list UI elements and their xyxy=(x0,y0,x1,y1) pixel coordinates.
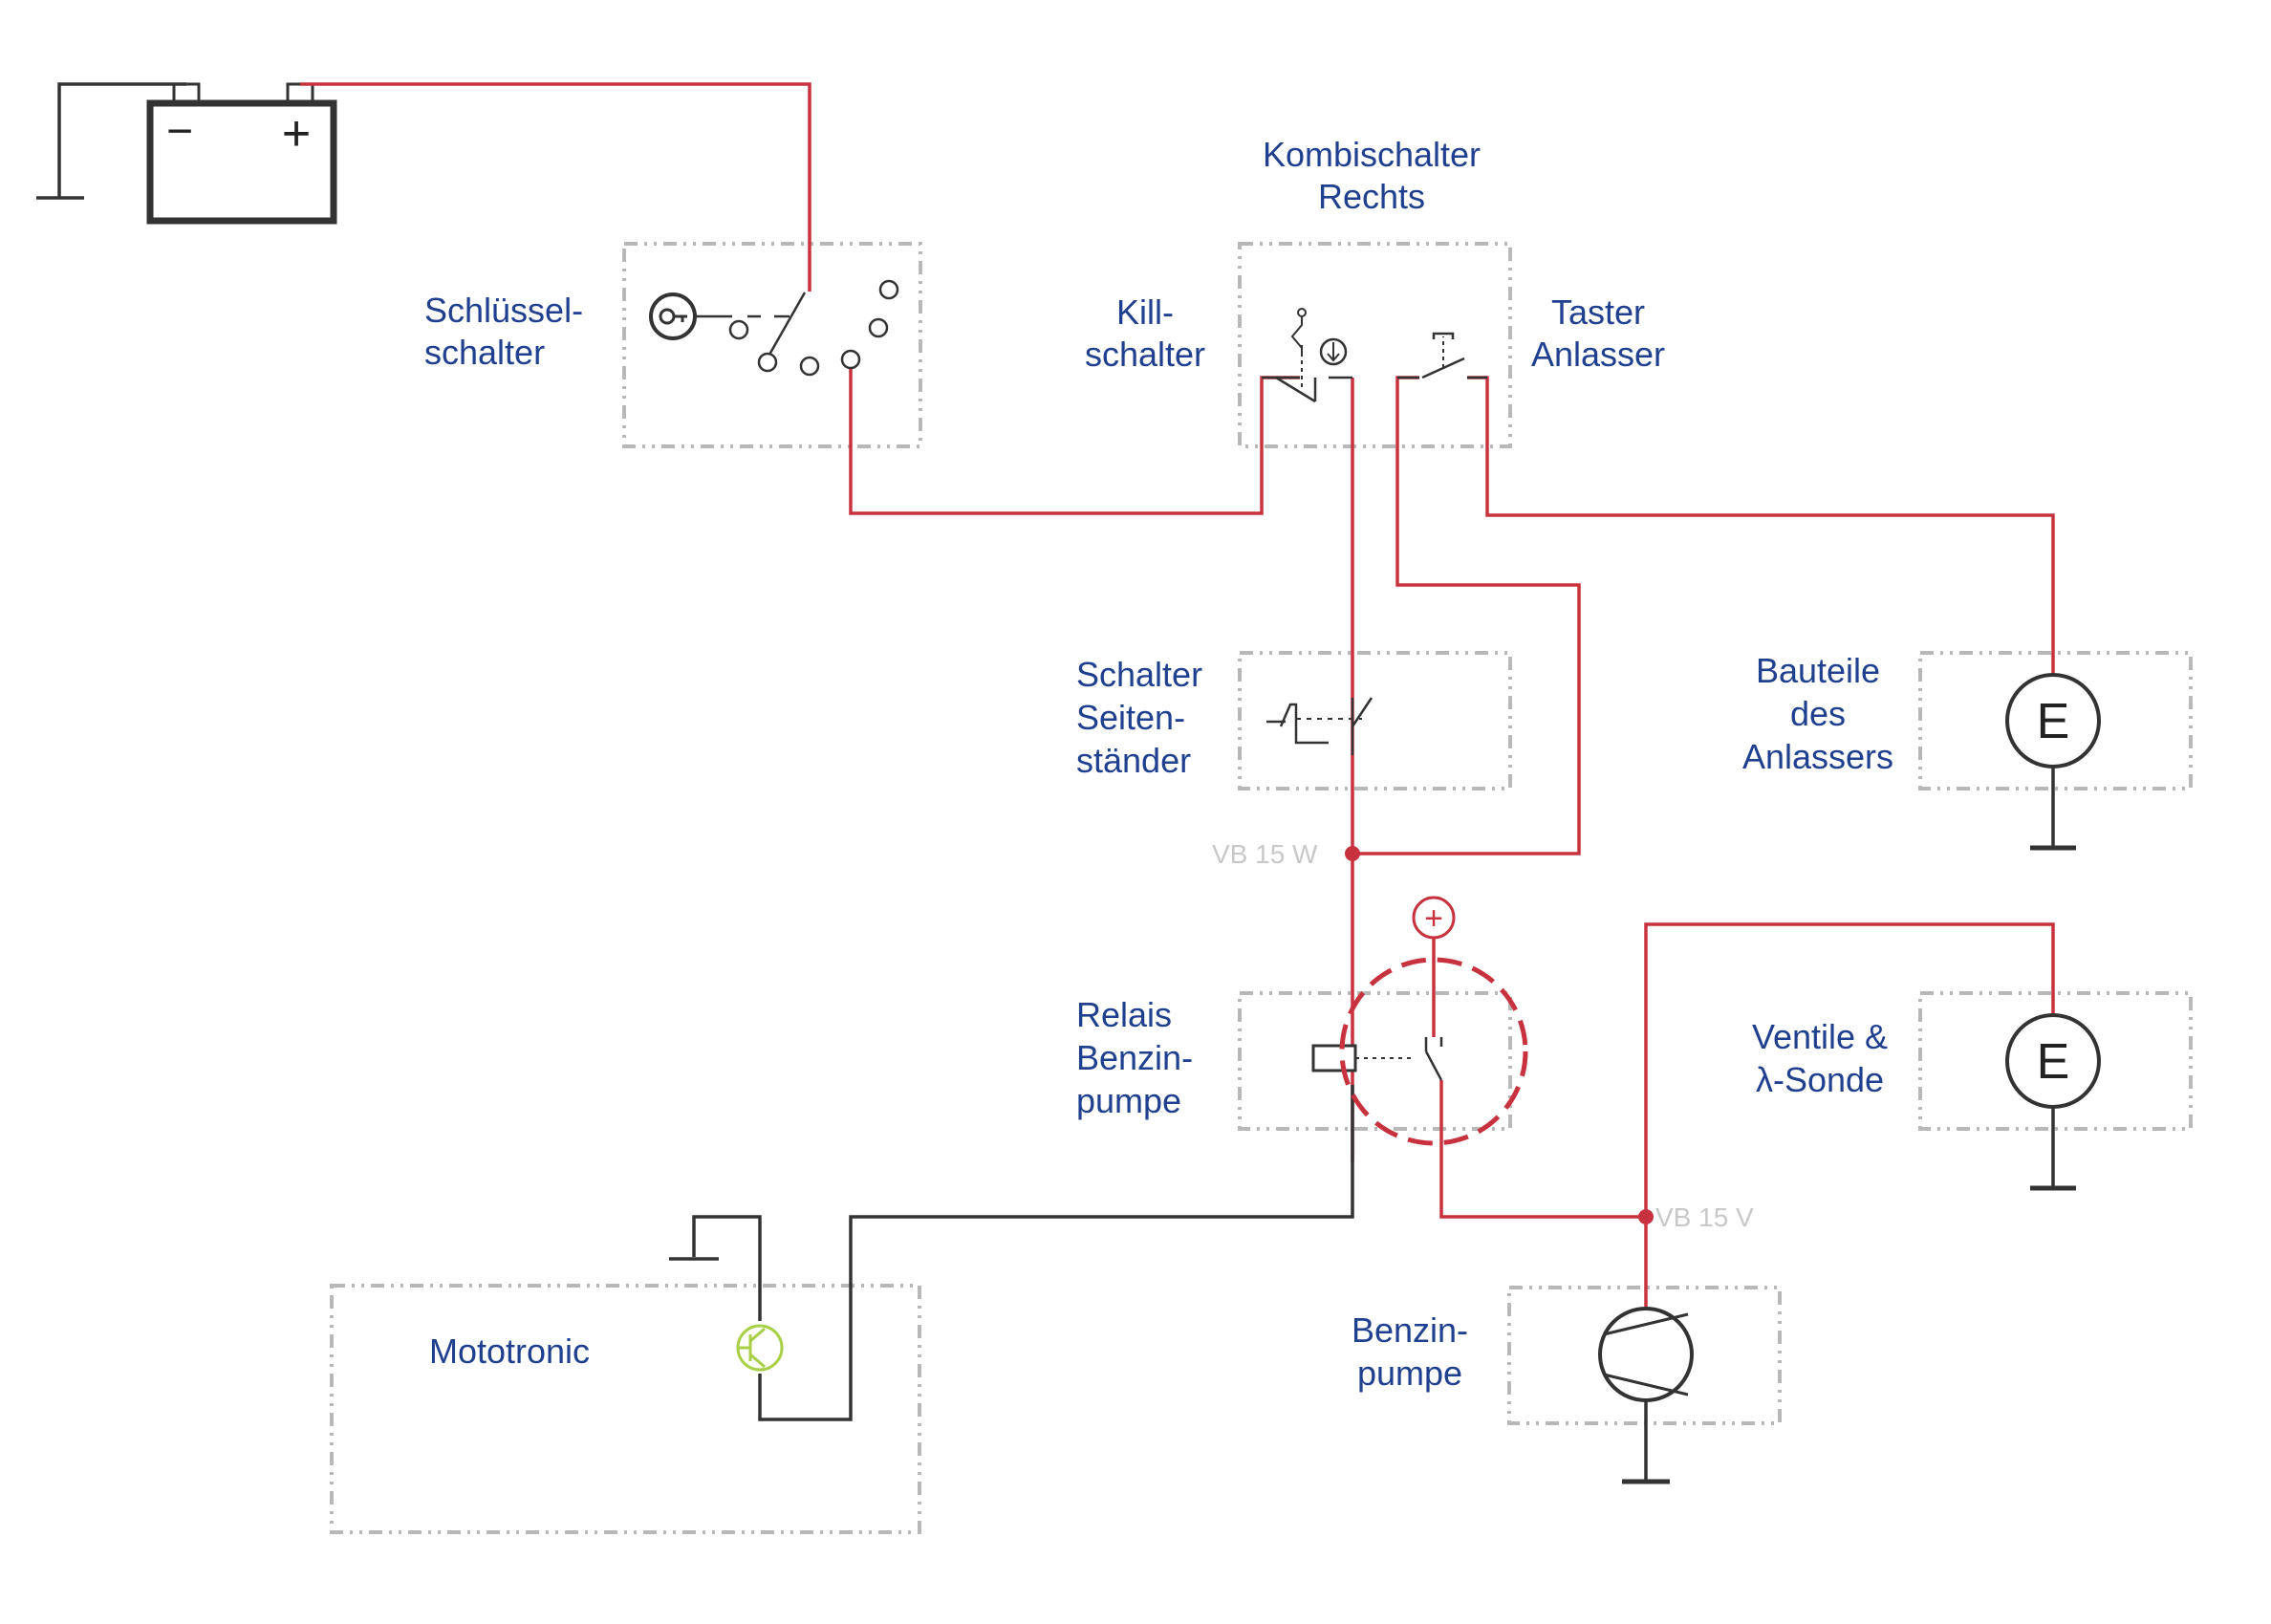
combo-switch-box xyxy=(1238,242,1512,448)
battery-ground-wire xyxy=(57,82,186,198)
wire-ecu-ground xyxy=(692,1215,762,1321)
battery-plus-sign: + xyxy=(282,106,311,162)
starter-button-symbol xyxy=(1397,332,1487,379)
side-stand-actuator-icon xyxy=(1279,703,1329,745)
ecu-box xyxy=(330,1284,921,1534)
relay-box xyxy=(1238,991,1512,1131)
fuel-pump-label-line2: pumpe xyxy=(1357,1353,1462,1393)
relay-label-line3: pumpe xyxy=(1076,1081,1181,1120)
battery-body xyxy=(146,99,337,225)
junction-15w xyxy=(1345,846,1360,861)
transistor-icon xyxy=(736,1324,784,1372)
starter-parts-box xyxy=(1918,651,2193,790)
fuel-pump-symbol xyxy=(1598,1307,1694,1484)
starter-parts-label-line1: Bauteile xyxy=(1756,651,1880,690)
side-stand-label-line2: Seiten- xyxy=(1076,698,1185,737)
valves-box xyxy=(1918,991,2193,1131)
side-stand-switch-symbol xyxy=(1266,697,1373,755)
kill-switch-label-line2: schalter xyxy=(1085,335,1205,374)
wire-relay-to-ecu xyxy=(758,1085,1354,1421)
pump-icon xyxy=(1598,1307,1694,1402)
key-switch-symbol xyxy=(649,279,899,377)
junction-15v xyxy=(1638,1209,1654,1224)
starter-button-label-line2: Anlasser xyxy=(1531,335,1665,374)
starter-parts-label-line3: Anlassers xyxy=(1742,737,1893,776)
wire-battery-to-key-switch xyxy=(300,82,811,292)
wire-key-switch-to-kill-switch xyxy=(849,359,1300,515)
ecu-label: Mototronic xyxy=(429,1332,590,1371)
plus-marker-sign: + xyxy=(1424,900,1443,937)
plus-marker-icon xyxy=(1412,896,1456,940)
kill-switch-symbol xyxy=(1262,308,1352,403)
kill-switch-icon xyxy=(1319,337,1348,366)
wire-15w-to-starter-button xyxy=(1352,376,1581,855)
relay-label-line2: Benzin- xyxy=(1076,1038,1193,1077)
starter-consumer: E xyxy=(2005,673,2101,851)
junction-15v-label: VB 15 V xyxy=(1655,1202,1754,1232)
junction-15w-label: VB 15 W xyxy=(1212,839,1318,869)
relay-coil xyxy=(1311,1044,1357,1072)
relay-label-line1: Relais xyxy=(1076,995,1172,1034)
side-stand-switch-box xyxy=(1238,651,1512,790)
starter-consumer-letter: E xyxy=(2037,694,2070,749)
key-switch-label-line1: Schlüssel- xyxy=(424,291,583,330)
key-switch-contact-arm xyxy=(768,292,807,356)
valves-consumer-letter: E xyxy=(2037,1034,2070,1090)
combo-switch-label-line2: Rechts xyxy=(1318,177,1425,216)
wire-15v-to-valves xyxy=(1644,922,2055,1217)
kill-switch-label-line1: Kill- xyxy=(1116,292,1174,332)
battery-minus-sign: − xyxy=(166,106,193,157)
fault-highlight-circle xyxy=(1339,957,1528,1146)
side-stand-label-line1: Schalter xyxy=(1076,655,1202,694)
fuel-pump-label-line1: Benzin- xyxy=(1352,1310,1468,1350)
side-stand-label-line3: ständer xyxy=(1076,741,1191,780)
key-switch-box xyxy=(622,242,922,448)
battery: − + xyxy=(146,82,337,225)
valves-consumer: E xyxy=(2005,1013,2101,1191)
push-button-icon xyxy=(1432,332,1455,339)
combo-switch-label-line1: Kombischalter xyxy=(1263,135,1481,174)
relay-symbol xyxy=(1311,1037,1443,1081)
valves-label-line2: λ-Sonde xyxy=(1756,1060,1884,1099)
wire-relay-to-fuel-pump xyxy=(1439,1080,1648,1309)
starter-parts-label-line2: des xyxy=(1790,694,1846,733)
starter-button-label-line1: Taster xyxy=(1551,292,1645,332)
wire-starter-button-to-starter xyxy=(1467,376,2055,681)
valves-label-line1: Ventile & xyxy=(1752,1017,1888,1056)
key-switch-label-line2: schalter xyxy=(424,333,545,372)
